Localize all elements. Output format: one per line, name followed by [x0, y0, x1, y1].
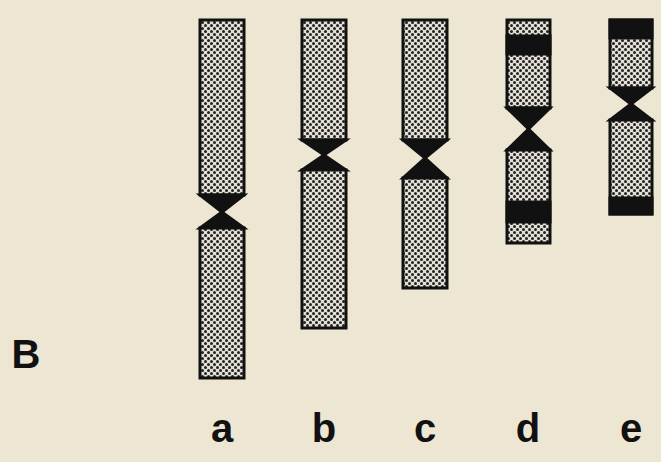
- centromere: [610, 104, 652, 120]
- centromere: [507, 108, 550, 129]
- centromere: [302, 140, 346, 155]
- dark-band: [610, 20, 652, 38]
- chromosome-arm: [403, 20, 447, 140]
- chromosome-arm: [610, 120, 652, 214]
- centromere: [200, 195, 244, 212]
- chromosome-letter: b: [312, 408, 336, 448]
- chromosome-letter: d: [516, 408, 540, 448]
- chromosome-arm: [200, 228, 244, 378]
- chromosome-e: [610, 20, 652, 214]
- chromosome-letter: c: [414, 408, 436, 448]
- centromere: [302, 155, 346, 170]
- chromosome-letter: e: [620, 408, 642, 448]
- chromosome-arm: [302, 20, 346, 140]
- panel-letter: B: [12, 334, 41, 374]
- centromere: [200, 212, 244, 228]
- dark-band: [610, 198, 652, 214]
- centromere: [403, 140, 447, 158]
- chromosome-arm: [507, 20, 550, 108]
- chromosome-b: [302, 20, 346, 328]
- chromosome-d: [507, 20, 550, 243]
- centromere: [610, 88, 652, 104]
- chromosome-arm: [403, 178, 447, 288]
- centromere: [403, 158, 447, 178]
- centromere: [507, 129, 550, 150]
- chromosome-a: [200, 20, 244, 378]
- chromosome-arm: [200, 20, 244, 195]
- dark-band: [507, 36, 550, 54]
- chromosome-arm: [507, 150, 550, 243]
- chromosome-c: [403, 20, 447, 288]
- chromosome-arm: [302, 170, 346, 328]
- chromosome-letter: a: [211, 408, 233, 448]
- dark-band: [507, 202, 550, 222]
- chromosome-arm: [610, 20, 652, 88]
